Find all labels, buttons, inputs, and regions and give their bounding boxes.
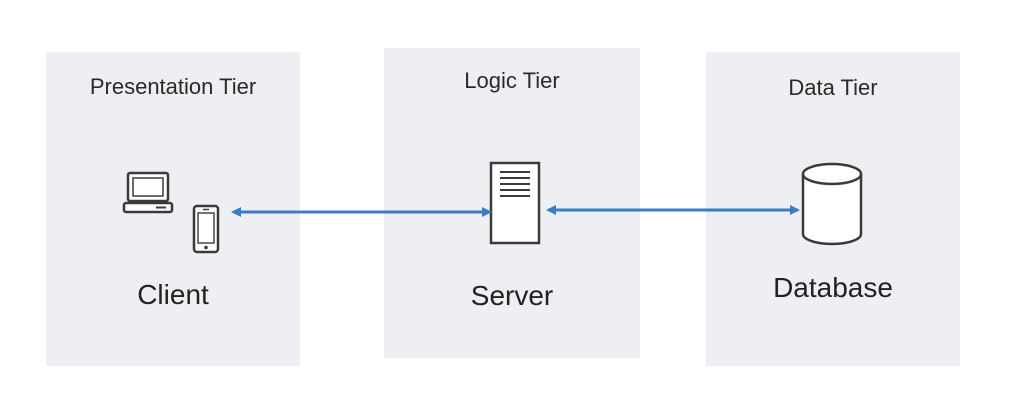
- database-icon: [801, 162, 863, 246]
- laptop-icon: [122, 171, 174, 214]
- presentation-tier-panel: Presentation Tier Client: [46, 52, 300, 366]
- data-tier-panel: Data Tier Database: [706, 52, 960, 366]
- presentation-tier-title: Presentation Tier: [89, 74, 257, 99]
- data-tier-title: Data Tier: [788, 75, 878, 100]
- logic-tier-title: Logic Tier: [464, 68, 560, 93]
- client-label: Client: [137, 279, 209, 310]
- logic-tier-panel: Logic Tier Server: [384, 48, 640, 358]
- server-label: Server: [470, 280, 554, 311]
- smartphone-icon: [192, 204, 220, 254]
- database-label: Database: [773, 272, 893, 303]
- server-icon: [489, 161, 541, 245]
